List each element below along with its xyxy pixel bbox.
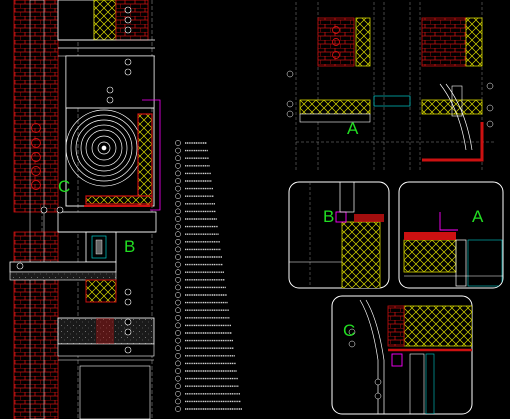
legend-bubble (175, 284, 181, 291)
legend-item (175, 276, 225, 283)
legend-bubble (175, 238, 181, 245)
detail-b-callout: B (323, 207, 334, 226)
legend-item (175, 292, 227, 298)
hollow-brick-holes (31, 123, 41, 190)
legend-item (175, 299, 228, 306)
legend-item (175, 383, 239, 390)
legend-item (175, 375, 238, 382)
legend-item (175, 322, 231, 329)
legend-item (175, 406, 242, 412)
legend-item (175, 269, 224, 276)
legend-bubble (175, 383, 181, 390)
legend-bubble (175, 360, 181, 367)
legend-item (175, 360, 236, 367)
legend-bubble (175, 140, 181, 146)
legend-item (175, 330, 232, 336)
legend-item (175, 238, 220, 245)
legend-bubble (175, 352, 181, 359)
legend-item (175, 140, 207, 146)
legend-bubble (175, 155, 181, 162)
brick-wall-upper (13, 0, 59, 213)
legend-item (175, 216, 217, 222)
legend-item (175, 193, 214, 200)
legend-bubble (175, 246, 181, 253)
legend-item (175, 208, 216, 215)
window-sill (9, 261, 117, 273)
legend-bubble (175, 390, 181, 397)
legend-bubble (175, 170, 181, 177)
legend-bubble (175, 322, 181, 329)
legend-item (175, 368, 237, 374)
window-lintel (57, 211, 157, 233)
main-callout-bubbles (16, 6, 132, 354)
detail-c-callout: C (343, 321, 355, 340)
legend-bubble (175, 231, 181, 238)
legend-item (175, 352, 235, 359)
main-callout-b: B (124, 237, 135, 256)
legend-item (175, 223, 218, 230)
legend-bubble (175, 314, 181, 321)
legend-bubble (175, 292, 181, 298)
legend-item (175, 147, 208, 154)
legend-item (175, 345, 234, 352)
legend-bubble (175, 330, 181, 336)
brick-wall-lower (13, 231, 59, 419)
detail-b-panel: B (288, 181, 390, 289)
plan-section-a-drawing: A (286, 2, 496, 170)
shutter-roll (65, 109, 143, 187)
legend-bubble (175, 147, 181, 154)
legend-bubble (175, 208, 181, 215)
legend-item (175, 246, 221, 253)
legend-item (175, 337, 233, 344)
legend-bubble (175, 406, 181, 412)
legend-item (175, 185, 213, 192)
legend-bubble (175, 216, 181, 222)
main-section-drawing: C B (9, 0, 161, 419)
legend-bubble (175, 299, 181, 306)
legend-bubble (175, 398, 181, 405)
plan-callout-a: A (347, 119, 359, 138)
legend-bubble (175, 193, 181, 200)
legend-bubble (175, 345, 181, 352)
legend-item (175, 261, 223, 268)
legend-item (175, 314, 230, 321)
upper-slab (57, 0, 95, 41)
legend-bubble (175, 375, 181, 382)
legend-bubble (175, 162, 181, 169)
legend-item (175, 178, 212, 184)
legend-bubble (175, 185, 181, 192)
legend-item (175, 162, 210, 169)
detail-c-panel: C (331, 295, 473, 415)
legend-list (175, 140, 242, 412)
legend-item (175, 390, 240, 397)
legend-item (175, 307, 229, 314)
legend-bubble (175, 368, 181, 374)
legend-item (175, 284, 226, 291)
legend-bubble (175, 261, 181, 268)
detail-a-callout: A (472, 207, 484, 226)
legend-bubble (175, 178, 181, 184)
legend-item (175, 231, 219, 238)
legend-bubble (175, 276, 181, 283)
detail-a-panel: A (398, 181, 504, 289)
legend-bubble (175, 254, 181, 260)
legend-item (175, 200, 215, 207)
main-callout-c: C (58, 177, 70, 196)
legend-item (175, 254, 222, 260)
legend-bubble (175, 307, 181, 314)
legend-item (175, 170, 211, 177)
lower-slab (57, 317, 155, 345)
legend-item (175, 155, 209, 162)
legend-item (175, 398, 241, 405)
legend-bubble (175, 223, 181, 230)
legend-bubble (175, 200, 181, 207)
legend-bubble (175, 269, 181, 276)
legend-bubble (175, 337, 181, 344)
